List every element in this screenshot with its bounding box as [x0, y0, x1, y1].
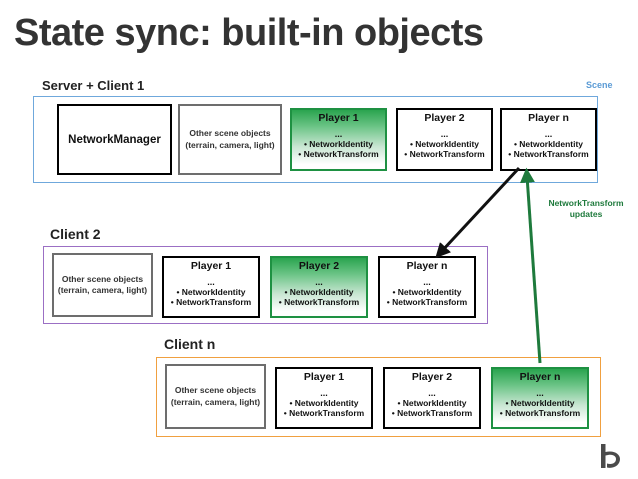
player-component-identity: • NetworkIdentity — [513, 138, 584, 149]
section-heading-client2: Client 2 — [50, 226, 101, 242]
node-network-manager[interactable]: NetworkManager — [57, 104, 172, 175]
node-scene-objects-text: Other scene objects (terrain, camera, li… — [58, 274, 147, 297]
player-component-identity: • NetworkIdentity — [303, 138, 374, 149]
player-title: Player n — [406, 260, 448, 272]
player-title: Player 1 — [303, 371, 345, 383]
scene-objects-line1: Other scene objects — [189, 128, 271, 139]
player-component-transform: • NetworkTransform — [499, 408, 581, 419]
node-network-manager-label: NetworkManager — [68, 133, 161, 146]
player-title: Player 2 — [411, 371, 453, 383]
scene-objects-line2: (terrain, camera, light) — [185, 139, 275, 150]
scene-objects-line1: Other scene objects — [61, 273, 144, 284]
node-player-client2-2[interactable]: Player 2 ... • NetworkIdentity • Network… — [270, 256, 368, 318]
node-player-server-2[interactable]: Player 2 ... • NetworkIdentity • Network… — [396, 108, 493, 171]
arrow-label-network-transform-updates: NetworkTransform updates — [538, 198, 634, 221]
node-player-clientn-1[interactable]: Player 1 ... • NetworkIdentity • Network… — [275, 367, 373, 429]
node-scene-objects-text: Other scene objects (terrain, camera, li… — [185, 128, 274, 151]
player-title: Player 2 — [298, 260, 340, 272]
node-player-client2-n[interactable]: Player n ... • NetworkIdentity • Network… — [378, 256, 476, 318]
player-component-identity: • NetworkIdentity — [289, 397, 359, 408]
node-player-server-n[interactable]: Player n ... • NetworkIdentity • Network… — [500, 108, 597, 171]
player-component-transform: • NetworkTransform — [386, 297, 468, 308]
player-component-transform: • NetworkTransform — [404, 149, 485, 160]
node-other-scene-objects-client2[interactable]: Other scene objects (terrain, camera, li… — [52, 253, 153, 317]
player-component-identity: • NetworkIdentity — [409, 138, 480, 149]
node-other-scene-objects-server[interactable]: Other scene objects (terrain, camera, li… — [178, 104, 282, 175]
player-component-identity: • NetworkIdentity — [505, 397, 575, 408]
scene-objects-line1: Other scene objects — [174, 385, 257, 396]
node-player-client2-1[interactable]: Player 1 ... • NetworkIdentity • Network… — [162, 256, 260, 318]
player-title: Player 2 — [424, 112, 465, 124]
scene-label: Scene — [586, 80, 613, 90]
player-ellipsis: ... — [428, 387, 436, 398]
player-title: Player 1 — [190, 260, 232, 272]
arrow-label-line2: updates — [569, 209, 603, 220]
player-component-transform: • NetworkTransform — [278, 297, 360, 308]
player-ellipsis: ... — [423, 276, 431, 287]
player-title: Player 1 — [318, 112, 359, 124]
b-logo — [601, 444, 620, 468]
player-title: Player n — [528, 112, 569, 124]
player-component-transform: • NetworkTransform — [283, 408, 365, 419]
player-component-transform: • NetworkTransform — [391, 408, 473, 419]
player-component-identity: • NetworkIdentity — [176, 286, 246, 297]
page-title: State sync: built-in objects — [14, 12, 484, 54]
player-title: Player n — [519, 371, 561, 383]
player-component-transform: • NetworkTransform — [170, 297, 252, 308]
player-ellipsis: ... — [536, 387, 544, 398]
player-ellipsis: ... — [440, 128, 449, 139]
player-component-identity: • NetworkIdentity — [284, 286, 354, 297]
node-other-scene-objects-clientn[interactable]: Other scene objects (terrain, camera, li… — [165, 364, 266, 429]
player-ellipsis: ... — [544, 128, 553, 139]
player-ellipsis: ... — [207, 276, 215, 287]
node-player-clientn-2[interactable]: Player 2 ... • NetworkIdentity • Network… — [383, 367, 481, 429]
player-component-transform: • NetworkTransform — [298, 149, 379, 160]
player-component-transform: • NetworkTransform — [508, 149, 589, 160]
node-scene-objects-text: Other scene objects (terrain, camera, li… — [171, 385, 260, 408]
arrow-label-line1: NetworkTransform — [548, 198, 624, 208]
player-component-identity: • NetworkIdentity — [397, 397, 467, 408]
node-player-clientn-n[interactable]: Player n ... • NetworkIdentity • Network… — [491, 367, 589, 429]
player-ellipsis: ... — [334, 128, 343, 139]
node-player-server-1[interactable]: Player 1 ... • NetworkIdentity • Network… — [290, 108, 387, 171]
section-heading-server: Server + Client 1 — [42, 78, 145, 93]
player-component-identity: • NetworkIdentity — [392, 286, 462, 297]
scene-objects-line2: (terrain, camera, light) — [57, 285, 148, 295]
player-ellipsis: ... — [315, 276, 323, 287]
section-heading-clientn: Client n — [164, 336, 216, 352]
player-ellipsis: ... — [320, 387, 328, 398]
scene-objects-line2: (terrain, camera, light) — [170, 396, 261, 407]
